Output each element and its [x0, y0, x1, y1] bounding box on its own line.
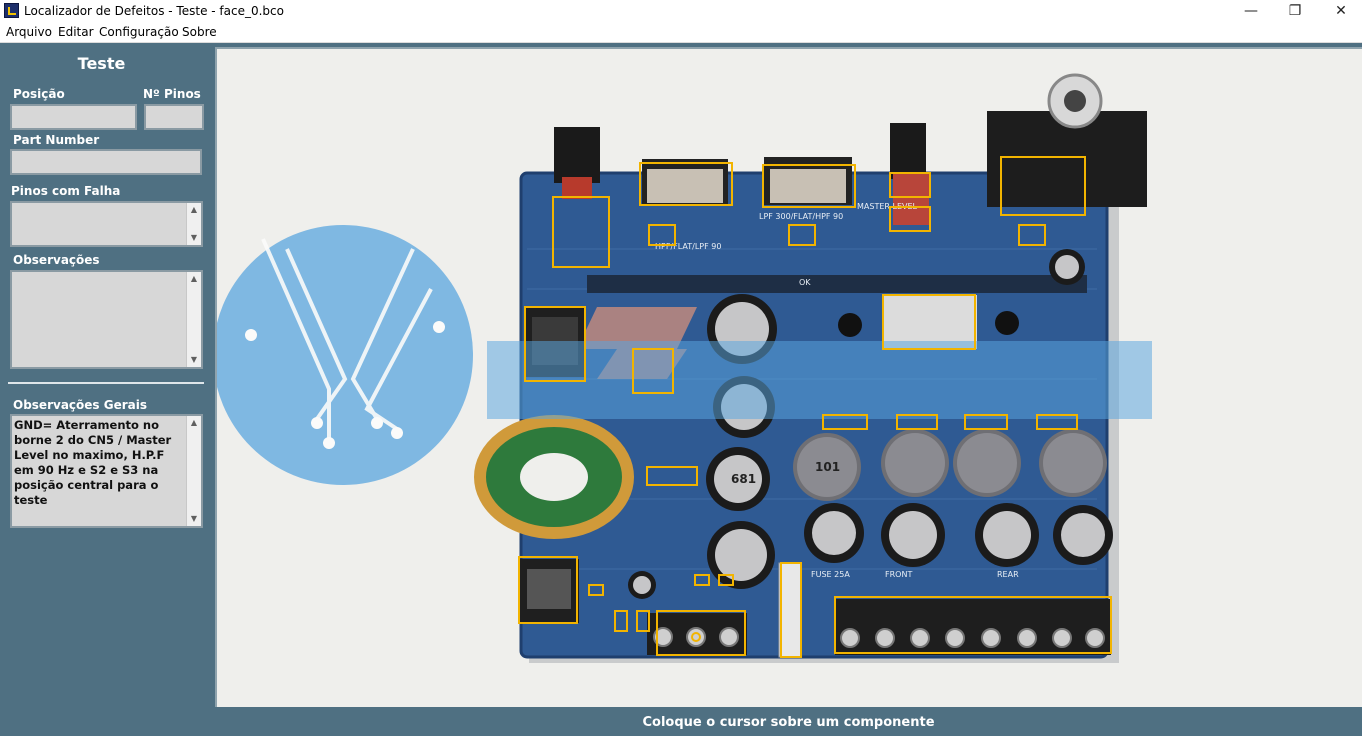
highlight-res-3	[964, 414, 1008, 430]
highlight-ic-4	[632, 348, 674, 394]
general-notes-value: GND= Aterramento no borne 2 do CN5 / Mas…	[14, 418, 172, 507]
highlight-ic-5	[646, 466, 698, 486]
silkscreen-rear: REAR	[997, 570, 1019, 579]
app-icon[interactable]	[4, 3, 19, 18]
highlight-switch-right	[762, 164, 856, 208]
highlight-res-1	[822, 414, 868, 430]
highlight-fuse	[780, 562, 802, 658]
scroll-down-arrow-icon[interactable]: ▼	[190, 514, 198, 523]
display-chip	[883, 295, 977, 349]
highlight-display	[882, 294, 976, 350]
component-highlights	[518, 156, 1112, 658]
highlight-switch-left	[639, 162, 733, 206]
panel-divider	[8, 382, 204, 384]
scroll-up-arrow-icon[interactable]: ▲	[190, 418, 198, 427]
silkscreen-fuse: FUSE 25A	[811, 570, 850, 579]
highlight-pot-1	[889, 172, 931, 198]
position-label: Posição	[13, 87, 65, 101]
board-photo: HPF/FLAT/LPF 90 LPF 300/FLAT/HPF 90 MAST…	[217, 49, 1362, 707]
window-title: Localizador de Defeitos - Teste - face_0…	[24, 4, 284, 18]
highlight-dc-jack	[552, 196, 610, 268]
pins-count-field[interactable]	[144, 104, 204, 130]
menu-arquivo[interactable]: Arquivo	[6, 25, 52, 39]
notes-scrollbar[interactable]: ▲ ▼	[186, 272, 201, 367]
general-notes-scrollbar[interactable]: ▲ ▼	[186, 416, 201, 526]
silkscreen-filter-left: HPF/FLAT/LPF 90	[655, 242, 721, 251]
title-bar: Localizador de Defeitos - Teste - face_0…	[0, 0, 1362, 23]
dc-jack	[554, 127, 600, 183]
part-number-field[interactable]	[10, 149, 202, 175]
highlight-speaker-terminal	[834, 596, 1112, 654]
menu-configuracao[interactable]: Configuração	[99, 25, 179, 39]
silkscreen-front: FRONT	[885, 570, 912, 579]
status-message: Coloque o cursor sobre um componente	[642, 715, 935, 730]
highlight-small-1	[588, 584, 604, 596]
highlight-pot-2	[889, 206, 931, 232]
close-button[interactable]: ✕	[1335, 3, 1347, 19]
highlight-small-3	[718, 574, 734, 586]
board-image-view[interactable]: HPF/FLAT/LPF 90 LPF 300/FLAT/HPF 90 MAST…	[215, 47, 1362, 707]
highlight-rca	[1000, 156, 1086, 216]
failed-pins-scrollbar[interactable]: ▲ ▼	[186, 203, 201, 245]
highlight-small-5	[636, 610, 650, 632]
menu-editar[interactable]: Editar	[58, 25, 94, 39]
scroll-down-arrow-icon[interactable]: ▼	[190, 355, 198, 364]
highlight-ic-3	[1018, 224, 1046, 246]
highlight-mosfet	[524, 306, 586, 382]
highlight-small-4	[614, 610, 628, 632]
silkscreen-master-level: MASTER LEVEL	[857, 202, 918, 211]
inductor-label-101: 101	[815, 460, 840, 474]
fuse	[778, 562, 802, 658]
speaker-terminal-block	[835, 599, 1111, 655]
highlight-power-terminal	[656, 610, 746, 656]
scroll-up-arrow-icon[interactable]: ▲	[190, 205, 198, 214]
general-notes-field[interactable]: GND= Aterramento no borne 2 do CN5 / Mas…	[10, 414, 203, 528]
failed-pins-label: Pinos com Falha	[11, 184, 121, 198]
panel-title: Teste	[77, 54, 126, 73]
highlight-res-2	[896, 414, 938, 430]
notes-field[interactable]: ▲ ▼	[10, 270, 203, 369]
menu-bar: Arquivo Editar Configuração Sobre	[0, 23, 1362, 43]
notes-label: Observações	[13, 253, 100, 267]
silkscreen-ok-stamp: OK	[799, 278, 811, 287]
general-notes-label: Observações Gerais	[13, 398, 147, 412]
silkscreen-filter-right: LPF 300/FLAT/HPF 90	[759, 212, 843, 221]
highlight-pin	[691, 632, 701, 642]
inductor-label-681: 681	[731, 472, 756, 486]
scroll-up-arrow-icon[interactable]: ▲	[190, 274, 198, 283]
highlight-ic-2	[788, 224, 816, 246]
minimize-button[interactable]: —	[1244, 3, 1258, 19]
pins-count-label: Nº Pinos	[143, 87, 201, 101]
master-level-pot	[890, 123, 926, 179]
scroll-down-arrow-icon[interactable]: ▼	[190, 233, 198, 242]
maximize-button[interactable]: ❐	[1288, 3, 1302, 19]
highlight-small-2	[694, 574, 710, 586]
menu-sobre[interactable]: Sobre	[182, 25, 217, 39]
output-inductors	[793, 429, 1107, 501]
highlight-res-4	[1036, 414, 1078, 430]
part-number-label: Part Number	[13, 133, 100, 147]
highlight-ic-1	[648, 224, 676, 246]
failed-pins-field[interactable]: ▲ ▼	[10, 201, 203, 247]
position-field[interactable]	[10, 104, 137, 130]
highlight-regulator	[518, 556, 578, 624]
watermark-logo	[217, 225, 1152, 485]
test-panel: Teste Posição Nº Pinos Part Number Pinos…	[0, 43, 213, 708]
